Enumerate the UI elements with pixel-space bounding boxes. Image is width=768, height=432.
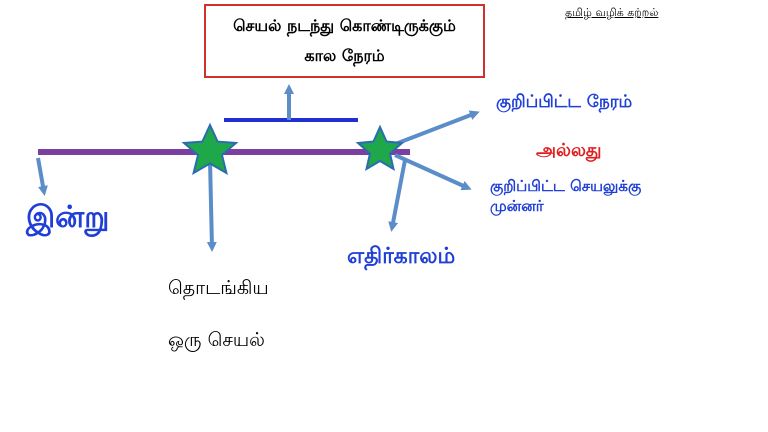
future-star-icon bbox=[355, 124, 405, 172]
arrow-to-future bbox=[388, 159, 407, 232]
specific-time-label: குறிப்பிட்ட நேரம் bbox=[496, 92, 633, 112]
started-action-label: தொடங்கிய ஒரு செயல் bbox=[168, 262, 269, 366]
started-line-2: ஒரு செயல் bbox=[168, 329, 265, 351]
box-line-1: செயல் நடந்து கொண்டிருக்கும் bbox=[233, 16, 456, 35]
arrow-to-before-action bbox=[394, 153, 472, 191]
today-label: இன்று bbox=[26, 200, 110, 235]
arrow-to-started-action bbox=[206, 159, 217, 252]
started-line-1: தொடங்கிய bbox=[168, 277, 269, 299]
arrow-to-today bbox=[36, 157, 48, 196]
before-action-label: குறிப்பிட்ட செயலுக்கு முன்னர் bbox=[490, 176, 641, 216]
box-line-2: கால நேரம் bbox=[304, 46, 385, 65]
start-star-icon bbox=[181, 122, 239, 176]
before-action-line-1: குறிப்பிட்ட செயலுக்கு bbox=[490, 177, 642, 195]
future-label: எதிர்காலம் bbox=[347, 244, 456, 269]
brand-label: தமிழ் வழிக் கற்றல் bbox=[565, 6, 659, 19]
or-label: அல்லது bbox=[536, 140, 602, 161]
before-action-line-2: முன்னர் bbox=[490, 197, 544, 215]
ongoing-time-box: செயல் நடந்து கொண்டிருக்கும் கால நேரம் bbox=[204, 4, 485, 78]
